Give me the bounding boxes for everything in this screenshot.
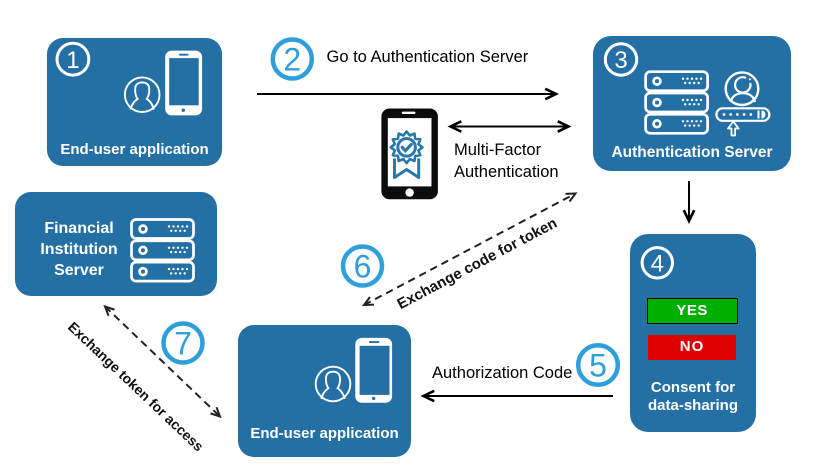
svg-text:2: 2 — [283, 42, 301, 78]
svg-text:5: 5 — [589, 348, 607, 384]
svg-text:1: 1 — [66, 47, 79, 74]
svg-text:6: 6 — [354, 249, 372, 285]
svg-text:3: 3 — [614, 47, 627, 74]
svg-text:4: 4 — [651, 250, 664, 277]
svg-text:Exchange code for token: Exchange code for token — [394, 215, 560, 313]
svg-text:7: 7 — [174, 326, 192, 362]
